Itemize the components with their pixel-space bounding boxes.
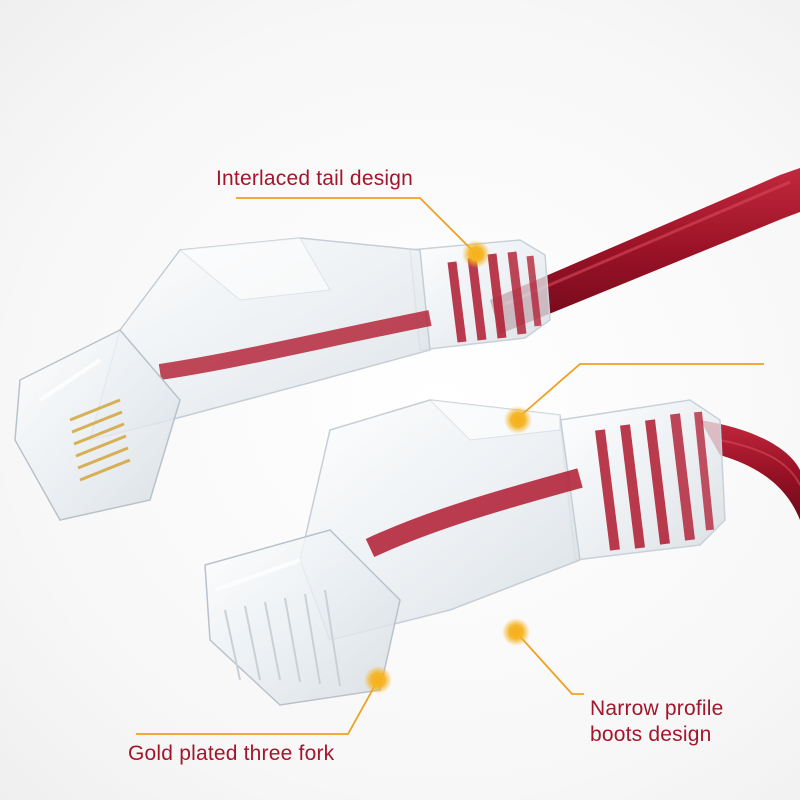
upper-connector [14, 237, 551, 521]
callout-markers [364, 240, 532, 694]
callout-narrow-profile-line1: Narrow profile [590, 697, 724, 720]
upper-boot [409, 239, 551, 351]
upper-cable [490, 168, 800, 334]
leader-line-boot [517, 363, 764, 419]
callout-interlaced-tail: Interlaced tail design [216, 167, 414, 190]
lower-cable [700, 420, 800, 520]
leader-line-tail [236, 197, 477, 255]
callout-gold-plated: Gold plated three fork [128, 742, 335, 765]
callout-narrow-profile-line2: boots design [590, 723, 712, 746]
lower-boot [559, 399, 726, 561]
leader-line-fork [515, 631, 584, 695]
leader-line-gold [136, 679, 379, 735]
leader-lines [136, 197, 764, 735]
lower-connector [204, 399, 726, 706]
callout-narrow-profile: Narrow profile boots design [590, 696, 724, 748]
